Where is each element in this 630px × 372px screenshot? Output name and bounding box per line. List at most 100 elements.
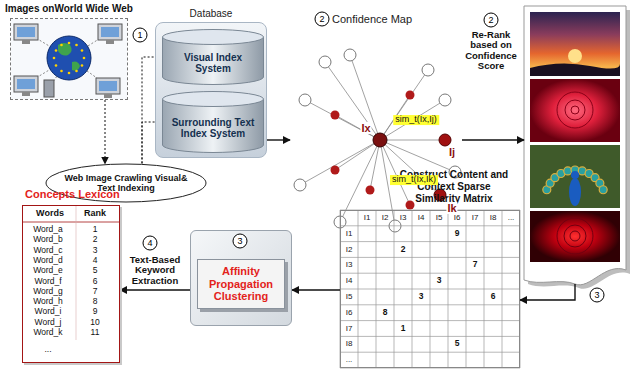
matrix-grid-part	[466, 210, 467, 368]
web-illustration-part	[14, 76, 38, 92]
confidence-graph-part	[344, 49, 356, 61]
matrix-cell: 9	[455, 229, 460, 238]
confidence-graph-part	[370, 140, 380, 190]
table-cell: 3	[93, 246, 98, 255]
flow-arrow	[120, 289, 190, 290]
matrix-cell: 7	[473, 261, 478, 270]
web-illustration-part	[106, 40, 114, 44]
dashed-arrow	[105, 100, 106, 164]
web-illustration-part	[99, 81, 117, 91]
cylinder-label: Surrounding Text Index System	[166, 117, 260, 139]
callout-number: 3	[590, 288, 605, 303]
matrix-header: I6	[454, 213, 461, 222]
matrix-header: I3	[346, 261, 353, 270]
flow-arrow	[520, 284, 575, 300]
graph-heading: Confidence Map	[332, 13, 412, 25]
image-strip-part	[530, 79, 620, 142]
graph-node-label: Ij	[448, 146, 456, 158]
flow-arrow	[292, 289, 340, 290]
lexicon-heading: Concepts Lexicon	[25, 188, 120, 200]
matrix-grid-part	[340, 320, 520, 321]
web-illustration-part	[68, 42, 71, 45]
confidence-graph-part	[325, 62, 380, 140]
image-strip-part	[565, 100, 585, 120]
matrix-grid-part	[484, 210, 485, 368]
matrix-header: I8	[490, 213, 497, 222]
matrix-cell: 8	[383, 308, 388, 317]
web-illustration-part	[75, 70, 78, 73]
image-strip-part	[564, 225, 586, 247]
confidence-graph-part	[335, 140, 380, 170]
confidence-graph-part	[380, 140, 445, 141]
table-header: Words	[36, 209, 64, 219]
database-panel: DatabaseVisual Index SystemSurrounding T…	[155, 22, 267, 158]
table-cell: 9	[93, 308, 98, 317]
confidence-graph-part	[373, 133, 387, 147]
matrix-header: I4	[346, 277, 353, 286]
matrix-header: I5	[436, 213, 443, 222]
web-illustration-part	[22, 40, 30, 44]
table-cell: Word_b	[33, 236, 63, 245]
box-heading: Images onWorld Wide Web	[5, 3, 133, 14]
web-illustration-part	[104, 94, 112, 98]
table-cell: ...	[44, 345, 51, 354]
matrix-cell: 6	[491, 292, 496, 301]
table-cell: Word_k	[33, 328, 62, 337]
table-cell: 2	[93, 236, 98, 245]
confidence-graph-part	[350, 55, 380, 140]
matrix-header: I7	[472, 213, 479, 222]
web-illustration-part	[58, 43, 80, 71]
table-cell: Word_e	[33, 267, 63, 276]
matrix-cell: 3	[437, 276, 442, 285]
similarity-label: sim_t(Ix,Ik)	[390, 175, 438, 185]
confidence-graph-part	[439, 94, 451, 106]
table-cell: Word_c	[33, 246, 62, 255]
matrix-header: ...	[346, 356, 353, 365]
web-illustration-part	[81, 64, 84, 67]
web-illustration-part	[101, 27, 119, 37]
confidence-graph-part	[380, 100, 445, 140]
matrix-header: I6	[346, 308, 353, 317]
confidence-graph	[294, 49, 461, 232]
confidence-graph-part	[299, 94, 311, 106]
matrix-header: I8	[346, 340, 353, 349]
web-illustration-part	[83, 57, 86, 60]
callout-number: 3	[233, 234, 248, 249]
confidence-graph-part	[380, 70, 428, 140]
confidence-graph-part	[422, 64, 434, 76]
image-strip-part	[530, 145, 620, 208]
web-illustration-part	[55, 49, 58, 52]
image-strip-part	[557, 218, 593, 254]
web-illustration-part	[53, 57, 56, 60]
web-illustration-part	[11, 19, 127, 99]
graph-node-label: Ik	[446, 202, 457, 214]
table-cell: Word_g	[33, 287, 63, 296]
confidence-graph-part	[335, 115, 380, 140]
flow-arrow	[267, 139, 290, 140]
peacock-fan-part	[599, 186, 607, 194]
matrix-grid-part	[502, 210, 503, 368]
matrix-grid-part	[340, 304, 520, 305]
cylinder-label: Visual Index System	[166, 52, 260, 74]
web-illustration-part	[96, 78, 120, 94]
confidence-graph-part	[406, 91, 415, 100]
edge-label: Text-Based Keyword Extraction	[123, 255, 187, 286]
table-cell: Word_d	[33, 256, 63, 265]
image-strip-part	[569, 178, 581, 206]
matrix-cell: 2	[401, 245, 406, 254]
matrix-grid-part	[340, 336, 520, 337]
database-cylinder: Visual Index System	[162, 29, 264, 85]
matrix-header: I1	[364, 213, 371, 222]
table-cell: 8	[93, 297, 98, 306]
confidence-graph-part	[406, 201, 415, 210]
callout-number: 2	[484, 13, 499, 28]
matrix-header: I4	[418, 213, 425, 222]
matrix-header: I1	[346, 229, 353, 238]
web-illustration-part	[75, 44, 78, 47]
lexicon-rule-part	[23, 222, 119, 223]
image-strip-part	[568, 49, 582, 63]
image-strip-part	[571, 106, 579, 114]
lexicon-rule	[23, 206, 119, 340]
table-cell: Word_a	[33, 225, 63, 234]
table-cell: 10	[90, 318, 99, 327]
